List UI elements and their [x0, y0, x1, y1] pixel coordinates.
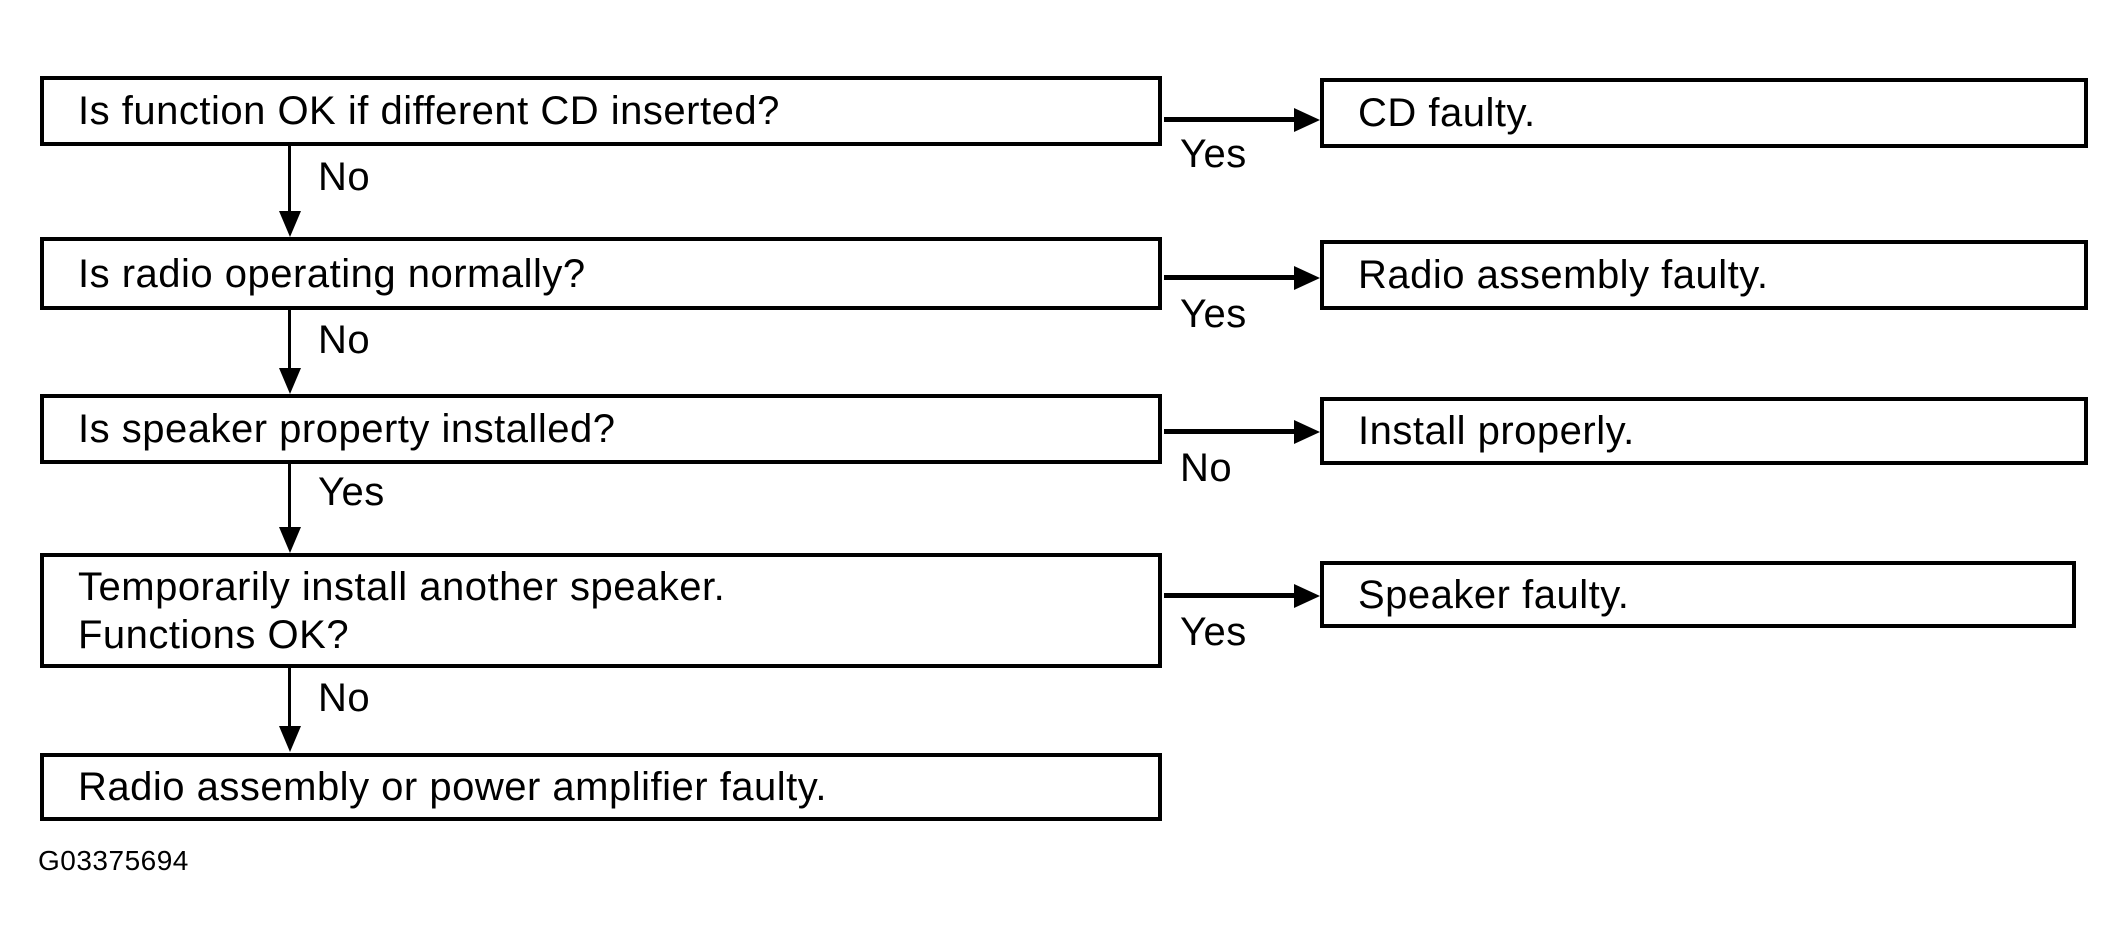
result-text: Install properly. [1358, 409, 1635, 453]
decision-box-radio-operating: Is radio operating normally? [40, 237, 1162, 310]
decision-text-line1: Temporarily install another speaker. [78, 564, 726, 609]
result-box-speaker-faulty: Speaker faulty. [1320, 561, 2076, 628]
arrow-right-1-line [1164, 117, 1296, 122]
branch-label-1: Yes [1180, 132, 1247, 176]
arrow-down-4-line [288, 668, 291, 728]
result-box-install-properly: Install properly. [1320, 397, 2088, 465]
arrow-right-2-line [1164, 275, 1296, 280]
arrow-down-2-line [288, 310, 291, 370]
arrow-down-4-head [279, 726, 301, 752]
decision-text: Is speaker property installed? [78, 407, 616, 451]
figure-id: G03375694 [38, 845, 189, 876]
result-text: Speaker faulty. [1358, 572, 1630, 617]
branch-label-3: No [1180, 446, 1233, 490]
decision-text-line2: Functions OK? [78, 612, 350, 657]
arrow-right-1-head [1294, 108, 1320, 132]
result-text: CD faulty. [1358, 91, 1536, 135]
result-box-radio-or-amplifier-faulty: Radio assembly or power amplifier faulty… [40, 753, 1162, 821]
arrow-right-4-head [1294, 584, 1320, 608]
down-label-1: No [318, 155, 371, 199]
arrow-right-2-head [1294, 266, 1320, 290]
down-label-3: Yes [318, 470, 385, 514]
result-text: Radio assembly or power amplifier faulty… [78, 765, 827, 809]
branch-label-2: Yes [1180, 292, 1247, 336]
down-label-2: No [318, 318, 371, 362]
decision-box-speaker-installed: Is speaker property installed? [40, 394, 1162, 464]
arrow-down-2-head [279, 368, 301, 394]
result-text: Radio assembly faulty. [1358, 253, 1769, 297]
arrow-down-3-head [279, 527, 301, 553]
down-label-4: No [318, 676, 371, 720]
decision-text: Is function OK if different CD inserted? [78, 89, 780, 133]
result-box-radio-assembly-faulty: Radio assembly faulty. [1320, 240, 2088, 310]
arrow-down-3-line [288, 464, 291, 528]
branch-label-4: Yes [1180, 610, 1247, 654]
arrow-right-3-line [1164, 429, 1296, 434]
arrow-right-3-head [1294, 420, 1320, 444]
arrow-down-1-line [288, 146, 291, 212]
result-box-cd-faulty: CD faulty. [1320, 78, 2088, 148]
decision-box-different-cd: Is function OK if different CD inserted? [40, 76, 1162, 146]
arrow-right-4-line [1164, 593, 1296, 598]
decision-box-install-another-speaker: Temporarily install another speaker. Fun… [40, 553, 1162, 668]
arrow-down-1-head [279, 211, 301, 237]
decision-text: Is radio operating normally? [78, 251, 586, 296]
